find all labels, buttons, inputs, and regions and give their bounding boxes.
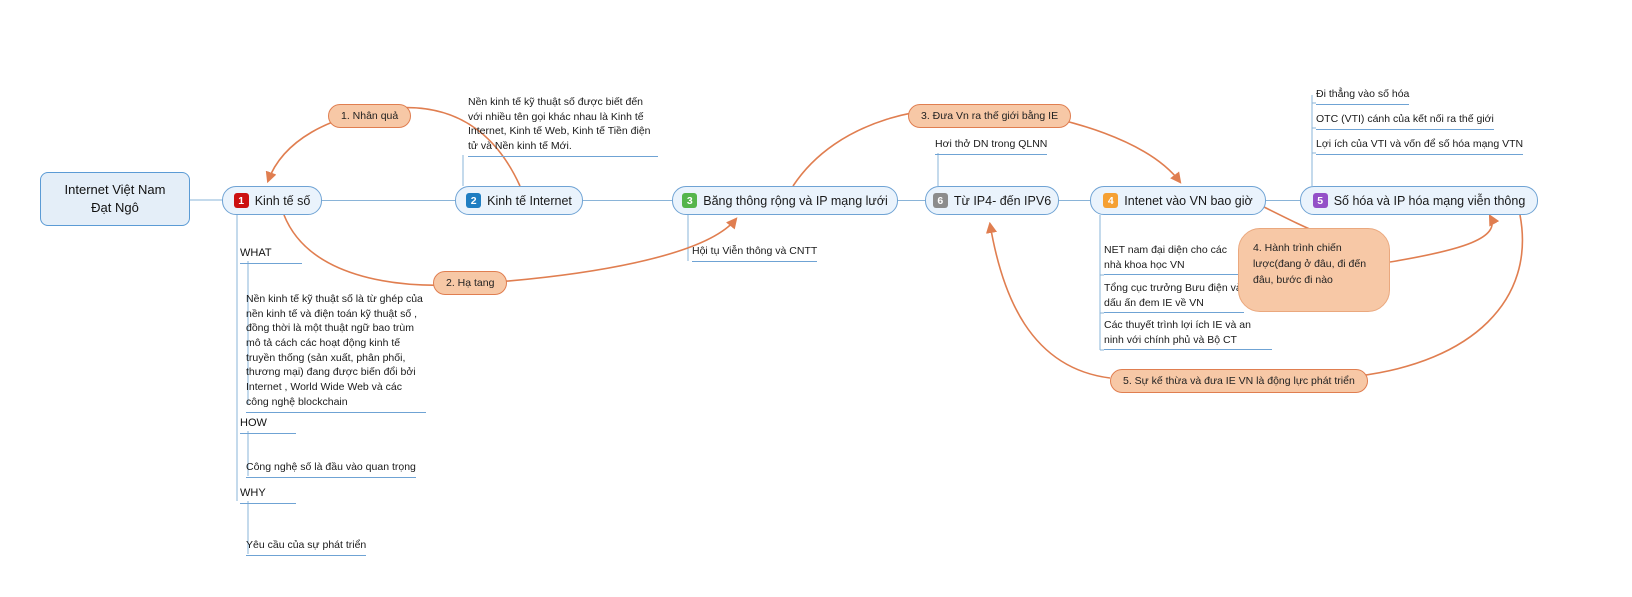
note-qlnn[interactable]: Hơi thở DN trong QLNN [935,137,1048,155]
chain-connectors [190,95,1316,554]
callout-1-nhan-qua[interactable]: 1. Nhân quả [328,104,412,128]
node-3-bang-thong-rong[interactable]: 3 Băng thông rộng và IP mạng lưới [672,186,898,215]
badge-2: 2 [466,193,482,208]
callout-4-hanh-trinh-chien-luoc[interactable]: 4. Hành trình chiến lược(đang ở đâu, đi … [1238,228,1390,312]
root-title-line1: Internet Việt Nam [64,181,166,197]
note-di-thang-vao-so-hoa[interactable]: Đi thẳng vào số hóa [1316,87,1410,105]
node-label: Số hóa và IP hóa mạng viễn thông [1333,193,1526,208]
node-label: Kinh tế Internet [487,193,572,208]
node-label: Từ IP4- đến IPV6 [953,193,1052,208]
note-loi-ich-vti-von[interactable]: Lợi ích của VTI và vốn để số hóa mạng VT… [1316,137,1524,155]
badge-1: 1 [233,193,249,208]
node-label: Intenet vào VN bao giờ [1124,193,1253,208]
node-label: Kinh tế số [254,193,311,208]
note-tong-cuc-truong-buu-dien[interactable]: Tổng cục trưởng Bưu điện và dấu ấn đem I… [1104,281,1244,314]
callout-3-dua-vn-ra-the-gioi[interactable]: 3. Đưa Vn ra thế giới bằng IE [908,104,1072,128]
badge-6: 6 [932,193,948,208]
node-2-kinh-te-internet[interactable]: 2 Kinh tế Internet [455,186,583,215]
badge-3: 3 [682,193,698,208]
note-otc-vti-ket-noi[interactable]: OTC (VTI) cánh của kết nối ra thế giới [1316,112,1494,130]
note-cac-thuyet-trinh-loi-ich[interactable]: Các thuyết trình lợi ích IE và an ninh v… [1104,318,1272,351]
label-why[interactable]: WHY [240,486,296,505]
label-how[interactable]: HOW [240,416,296,435]
note-net-nam-dai-dien[interactable]: NET nam đại diện cho các nhà khoa học VN [1104,243,1244,276]
note-why-yeu-cau[interactable]: Yêu cầu của sự phát triển [246,538,367,556]
node-4-internet-vao-vn[interactable]: 4 Intenet vào VN bao giờ [1090,186,1266,215]
callout-2-ha-tang[interactable]: 2. Hạ tang [433,271,508,295]
badge-5: 5 [1312,193,1328,208]
node-1-kinh-te-so[interactable]: 1 Kinh tế số [222,186,322,215]
node-5-so-hoa-ip-hoa[interactable]: 5 Số hóa và IP hóa mạng viễn thông [1300,186,1538,215]
node-6-tu-ip4-den-ipv6[interactable]: 6 Từ IP4- đến IPV6 [925,186,1059,215]
callout-5-su-ke-thua[interactable]: 5. Sự kế thừa và đưa IE VN là động lực p… [1110,369,1368,393]
note-kinh-te-internet[interactable]: Nền kinh tế kỹ thuật số được biết đến vớ… [468,95,658,157]
node-root[interactable]: Internet Việt Nam Đạt Ngô [40,172,190,226]
label-what[interactable]: WHAT [240,246,302,265]
node-label: Băng thông rộng và IP mạng lưới [703,193,888,208]
note-hoi-tu-vien-thong[interactable]: Hội tụ Viễn thông và CNTT [692,244,818,262]
note-what-definition[interactable]: Nền kinh tế kỹ thuật số là từ ghép của n… [246,292,426,413]
badge-4: 4 [1103,193,1119,208]
note-how-cong-nghe-so[interactable]: Công nghệ số là đầu vào quan trọng [246,460,416,478]
root-title-line2: Đạt Ngô [91,200,139,215]
